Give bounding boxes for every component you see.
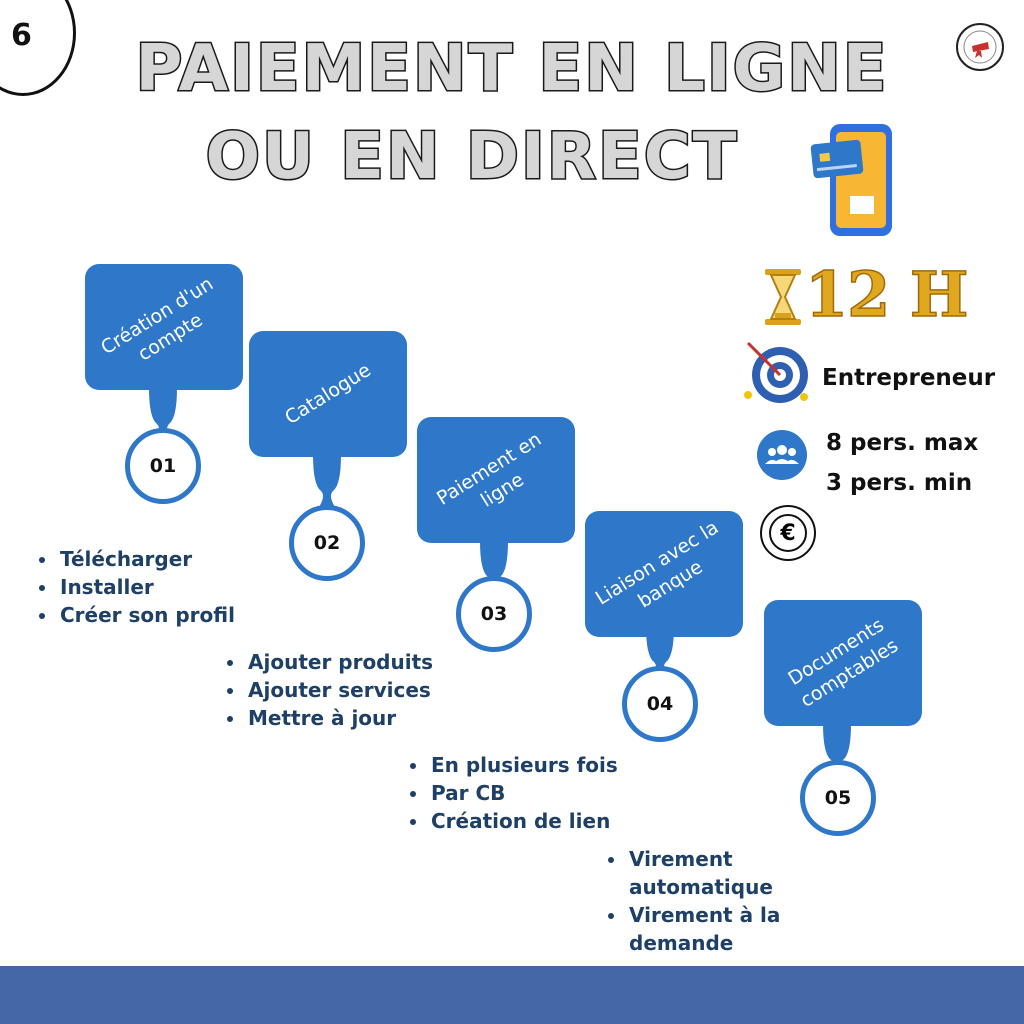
smartphone-card-icon [810,124,892,236]
step-number-2: 02 [289,505,365,581]
list-item: Installer [58,573,235,601]
list-item: Virement automatique [627,845,827,901]
max-people-text: 8 pers. max [826,430,979,456]
step-connector-2 [313,455,341,513]
title-line-1: PAIEMENT EN LIGNE [134,31,889,108]
step2-bullet-list: Ajouter produits Ajouter services Mettre… [224,648,433,732]
list-item: En plusieurs fois [429,751,618,779]
euro-coin-icon: € [760,505,816,561]
list-item: Ajouter services [246,676,433,704]
hourglass-icon [765,269,801,325]
step-number-3: 03 [456,576,532,652]
step-number-5: 05 [800,760,876,836]
step-card-3: Paiement en ligne [417,417,575,543]
step-card-4: Liaison avec la banque [585,511,743,637]
list-item: Ajouter produits [246,648,433,676]
step-connector-1 [149,388,177,446]
target-icon [744,341,808,403]
step-card-2: Catalogue [249,331,407,457]
step-connector-4 [646,626,674,684]
step-connector-3 [480,541,508,599]
page-number: 6 [11,18,32,53]
step-card-5: Documents comptables [764,600,922,726]
audience-text: Entrepreneur [822,365,996,391]
list-item: Créer son profil [58,601,235,629]
list-item: Virement à la demande [627,901,827,957]
step-card-1: Création d'un compte [85,264,243,390]
min-people-text: 3 pers. min [826,470,973,496]
list-item: Création de lien [429,807,618,835]
step4-bullet-list: Virement automatique Virement à la deman… [605,845,827,957]
step3-bullet-list: En plusieurs fois Par CB Création de lie… [407,751,618,835]
brand-seal-icon [956,23,1004,71]
step-number-4: 04 [622,666,698,742]
group-icon [757,430,807,480]
step-number-1: 01 [125,428,201,504]
step-connector-5 [823,724,851,782]
step1-bullet-list: Télécharger Installer Créer son profil [36,545,235,629]
title-line-2: OU EN DIRECT [204,119,739,196]
list-item: Par CB [429,779,618,807]
list-item: Télécharger [58,545,235,573]
list-item: Mettre à jour [246,704,433,732]
footer-bar [0,966,1024,1024]
duration-text: 12 H [804,257,969,332]
